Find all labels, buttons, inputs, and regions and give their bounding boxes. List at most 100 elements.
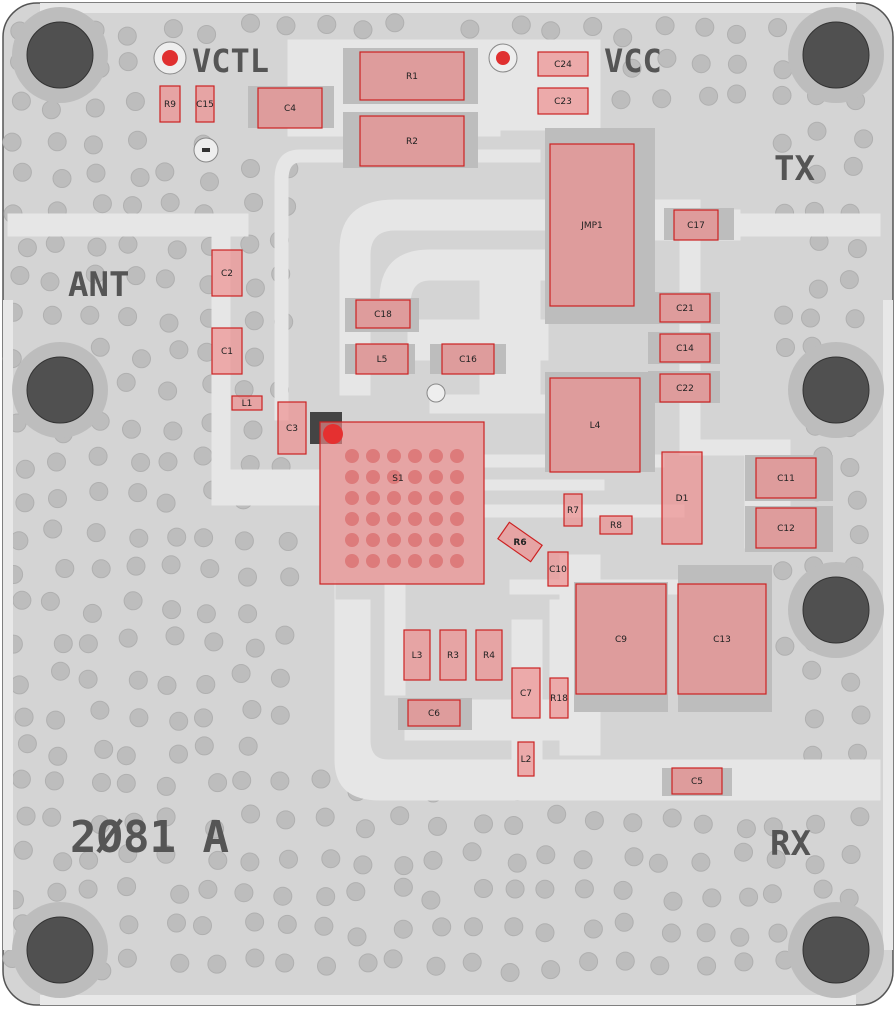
via: [841, 845, 861, 864]
via: [613, 880, 633, 900]
via: [583, 919, 603, 939]
s1-thermal-via: [387, 554, 401, 568]
via: [125, 92, 145, 111]
via: [167, 240, 187, 260]
via: [697, 956, 717, 976]
via: [611, 90, 631, 110]
via: [79, 850, 99, 870]
via: [170, 884, 190, 904]
via: [116, 773, 136, 793]
s1-thermal-via: [387, 449, 401, 463]
via: [118, 844, 138, 863]
via: [808, 279, 828, 299]
via: [196, 604, 216, 624]
via: [126, 266, 146, 286]
via: [702, 888, 722, 908]
via: [394, 856, 414, 876]
via: [44, 771, 64, 791]
component-label-c5: C5: [691, 777, 703, 787]
via: [504, 917, 524, 937]
via: [13, 840, 33, 860]
via: [275, 953, 295, 973]
via: [90, 815, 110, 835]
component-d1: [661, 451, 703, 545]
tx-label: TX: [774, 149, 815, 189]
via: [270, 668, 290, 688]
via: [158, 452, 178, 472]
component-c9: [575, 583, 667, 695]
component-c17: [673, 209, 719, 241]
s1-thermal-via: [408, 470, 422, 484]
via: [40, 591, 60, 611]
via: [772, 85, 792, 105]
via: [162, 600, 182, 620]
via: [847, 239, 867, 259]
via: [89, 482, 109, 501]
via: [474, 814, 493, 834]
via: [194, 708, 213, 728]
via: [358, 953, 378, 973]
via: [245, 347, 264, 367]
via: [169, 711, 189, 731]
via: [156, 807, 176, 827]
via: [691, 852, 711, 872]
via: [736, 819, 756, 839]
via: [78, 879, 98, 899]
via: [839, 270, 859, 290]
via: [169, 744, 188, 764]
component-label-c18: C18: [374, 310, 392, 320]
via: [245, 638, 265, 658]
via: [156, 776, 176, 796]
component-r9: [159, 85, 181, 123]
component-label-c23: C23: [554, 97, 572, 107]
s1-thermal-via: [408, 554, 422, 568]
via: [426, 956, 446, 976]
component-label-l1: L1: [242, 399, 253, 409]
component-l4: [549, 377, 641, 473]
s1-thermal-via: [450, 554, 464, 568]
s1-thermal-via: [408, 449, 422, 463]
component-label-l2: L2: [521, 755, 532, 765]
via: [131, 453, 151, 472]
via: [78, 669, 98, 689]
component-label-c22: C22: [676, 384, 694, 394]
via: [159, 313, 179, 333]
via: [128, 483, 148, 503]
via: [693, 814, 713, 834]
s1-thermal-via: [345, 554, 359, 568]
via: [128, 670, 148, 690]
via: [161, 555, 181, 575]
via: [317, 15, 337, 34]
via: [42, 305, 62, 325]
via: [270, 771, 290, 791]
component-label-c24: C24: [554, 60, 572, 70]
via: [11, 769, 31, 789]
via: [421, 890, 441, 910]
via: [353, 20, 373, 40]
via: [117, 877, 137, 897]
via: [85, 264, 105, 284]
s1-thermal-via: [366, 470, 380, 484]
via: [280, 567, 300, 587]
via: [116, 372, 136, 392]
component-c4: [257, 87, 323, 129]
s1-thermal-via: [450, 470, 464, 484]
via: [276, 810, 296, 830]
via: [88, 446, 108, 466]
component-label-c9: C9: [615, 635, 627, 645]
component-c23: [537, 87, 589, 115]
via: [240, 852, 260, 872]
via: [727, 54, 747, 74]
via: [245, 278, 265, 298]
via: [624, 847, 644, 867]
via: [17, 734, 37, 754]
via: [193, 446, 213, 466]
via: [78, 634, 98, 654]
via: [730, 927, 750, 947]
via: [92, 773, 111, 792]
via: [648, 853, 668, 873]
via: [573, 850, 593, 870]
s1-thermal-via: [408, 533, 422, 547]
s1-thermal-via: [429, 512, 443, 526]
